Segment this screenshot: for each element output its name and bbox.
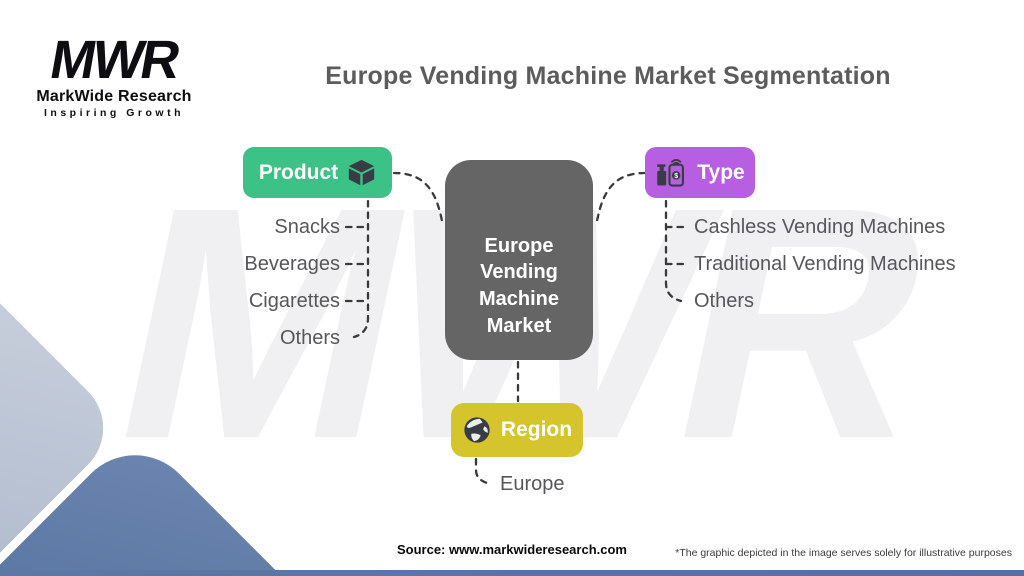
- branch-region-pill[interactable]: Region: [451, 403, 583, 457]
- brand-logo: MWR MarkWide Research Inspiring Growth: [28, 30, 200, 119]
- cube-icon: [347, 158, 376, 187]
- branch-type-pill[interactable]: $ Type: [645, 147, 755, 198]
- connector-product-center: [392, 171, 444, 223]
- type-item-cashless: Cashless Vending Machines: [694, 216, 946, 238]
- type-item-others: Others: [694, 290, 755, 312]
- connector-type-center: [595, 171, 647, 223]
- logo-mark: MWR: [45, 30, 183, 90]
- type-label: Type: [697, 160, 745, 184]
- disclaimer-text: *The graphic depicted in the image serve…: [675, 547, 1012, 559]
- product-item-snacks: Snacks: [274, 216, 340, 238]
- bottom-accent-bar: [0, 570, 1024, 576]
- center-node-label: Europe Vending Machine Market: [478, 234, 560, 337]
- product-item-beverages: Beverages: [244, 253, 340, 275]
- source-text: Source: www.markwideresearch.com: [396, 542, 627, 557]
- product-item-cigarettes: Cigarettes: [248, 290, 340, 312]
- region-item-europe: Europe: [500, 473, 565, 495]
- product-label: Product: [258, 160, 339, 184]
- branch-product-pill[interactable]: Product: [243, 147, 392, 198]
- connector-product-spine: [352, 199, 370, 339]
- type-item-traditional: Traditional Vending Machines: [694, 253, 956, 275]
- center-node: Europe Vending Machine Market: [445, 160, 593, 360]
- connector-type-spine: [664, 199, 683, 303]
- cashless-payment-icon: $: [655, 157, 688, 188]
- globe-icon: [462, 415, 492, 445]
- region-label: Region: [500, 418, 573, 441]
- page-title: Europe Vending Machine Market Segmentati…: [325, 62, 891, 90]
- connector-region-europe: [474, 457, 493, 486]
- logo-tagline: Inspiring Growth: [44, 106, 184, 119]
- logo-name: MarkWide Research: [36, 87, 192, 105]
- svg-text:$: $: [674, 173, 678, 180]
- product-item-others: Others: [279, 327, 340, 349]
